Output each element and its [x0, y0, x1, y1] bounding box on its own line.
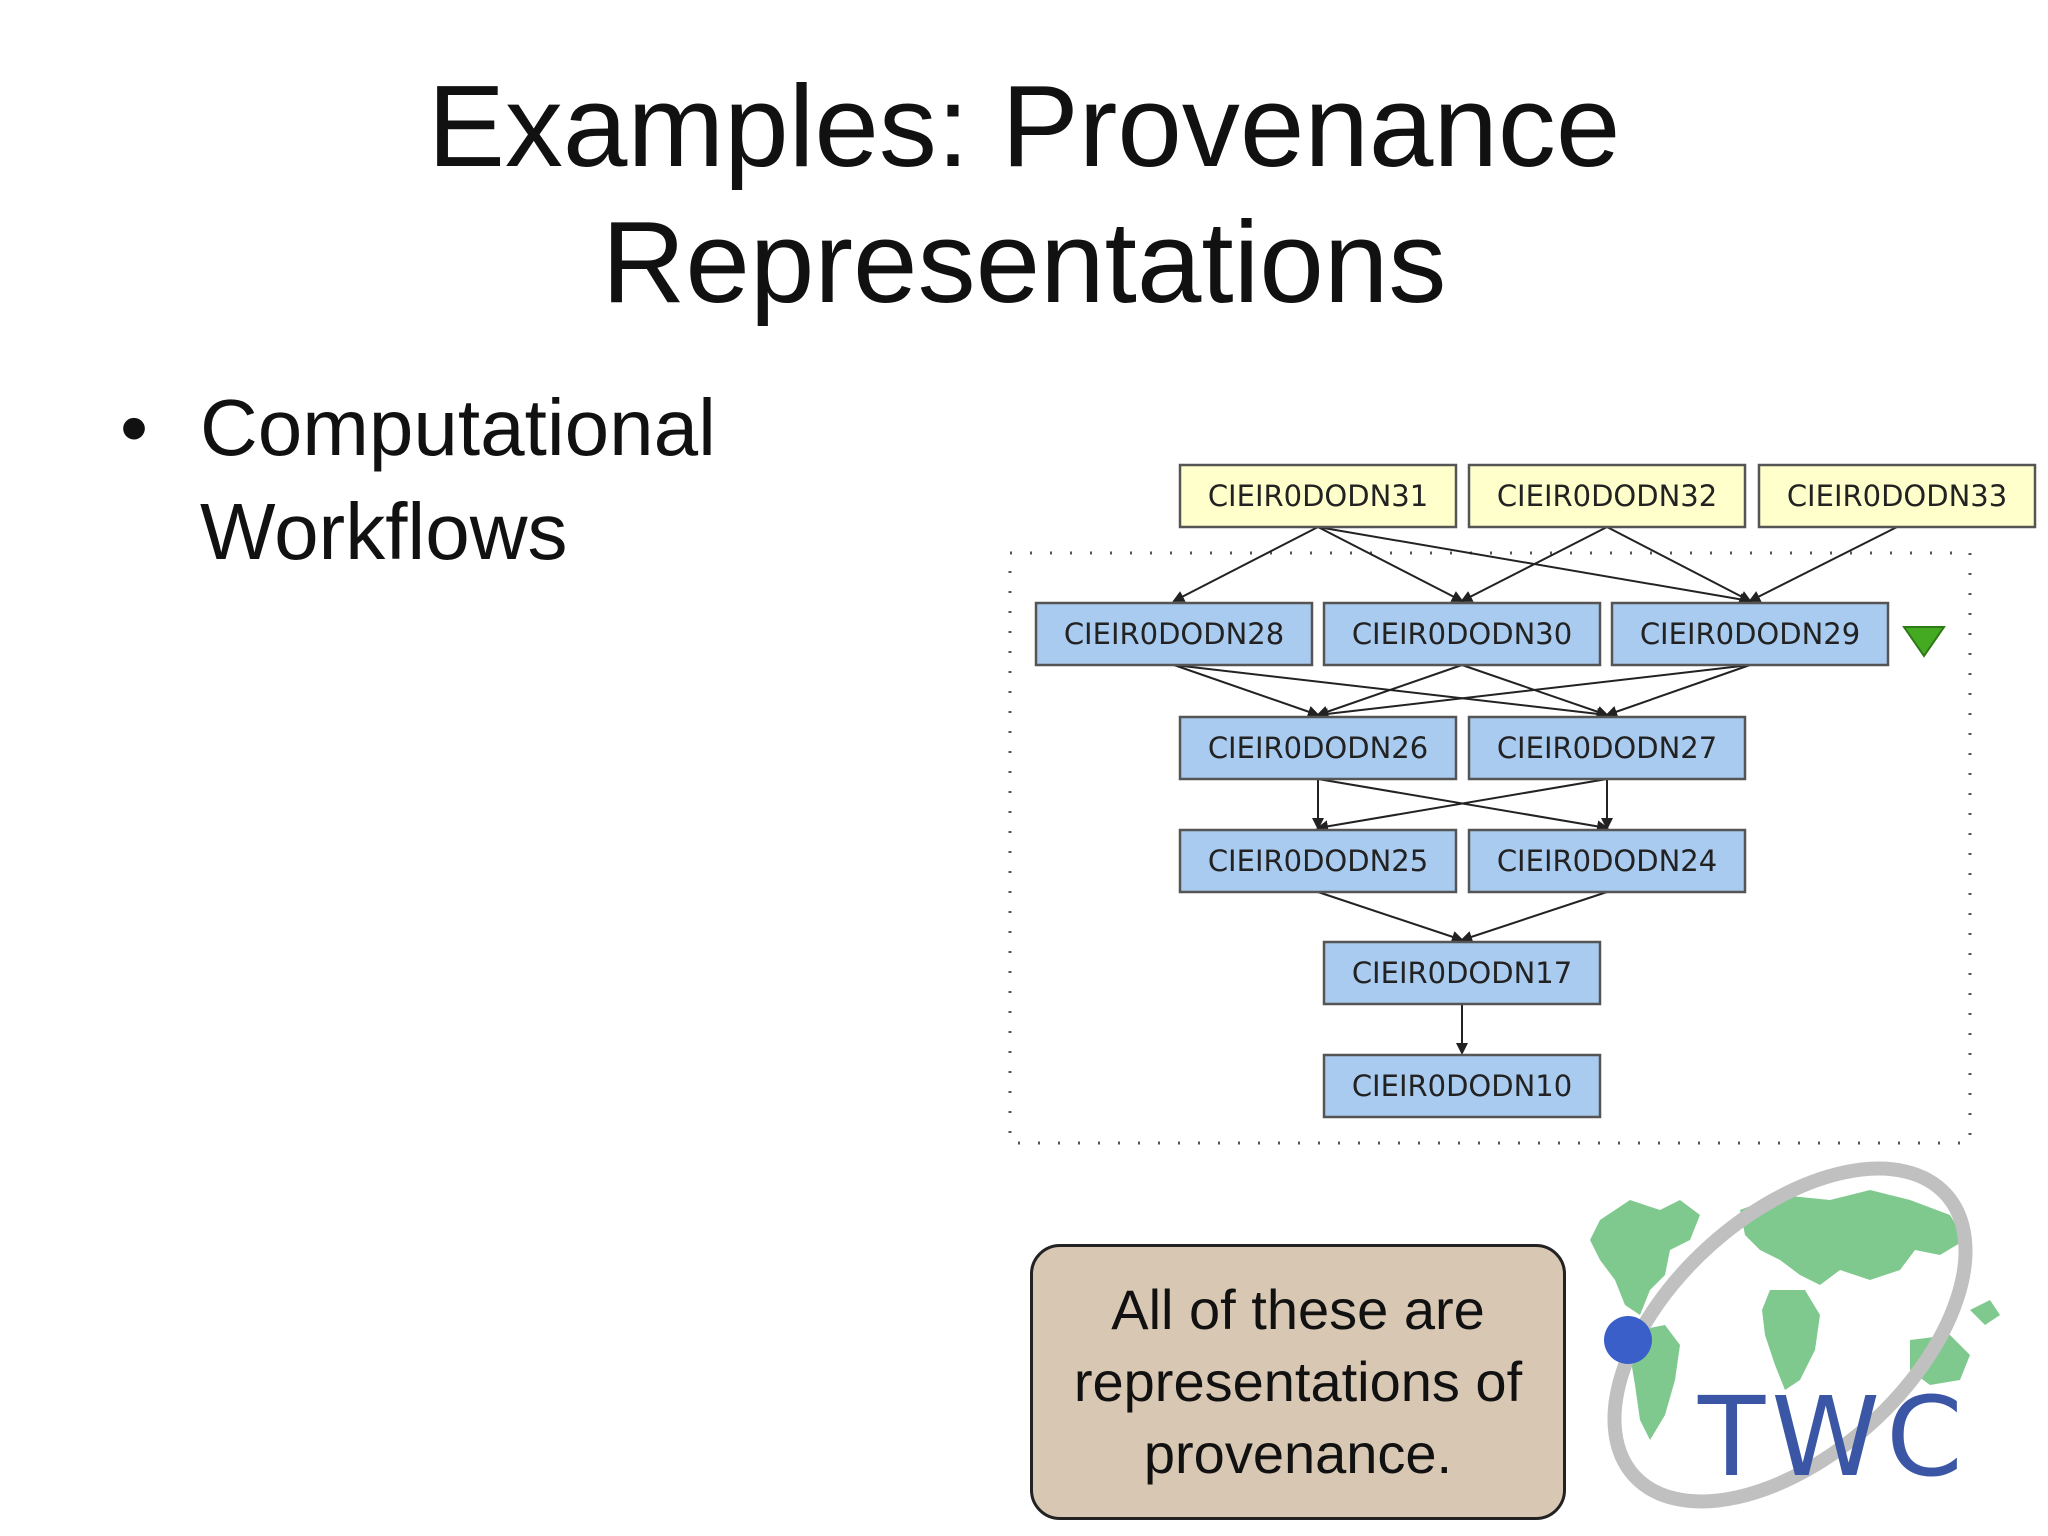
edges-layer: [1172, 526, 1898, 1055]
edge-n25-n17: [1317, 891, 1464, 943]
edge-n24-n17: [1460, 891, 1608, 943]
twc-logo-text: TWC: [1697, 1373, 1969, 1501]
bullet-text: Computational Workflows: [200, 376, 900, 584]
node-box: [1178, 463, 1458, 529]
node-label: CIEIR0DODN26: [1208, 731, 1428, 765]
node-box: [1178, 828, 1458, 894]
workflow-node-n30[interactable]: CIEIR0DODN30: [1322, 601, 1602, 667]
edge-n32-n30: [1460, 526, 1608, 602]
node-box: [1322, 1053, 1602, 1119]
edge-n31-n30: [1317, 526, 1464, 602]
node-box: [1178, 715, 1458, 781]
workflow-node-n10[interactable]: CIEIR0DODN10: [1322, 1053, 1602, 1119]
slide-title: Examples: Provenance Representations: [0, 58, 2048, 330]
node-label: CIEIR0DODN10: [1352, 1069, 1572, 1103]
node-label: CIEIR0DODN27: [1497, 731, 1717, 765]
edge-n31-n28: [1172, 526, 1319, 602]
node-box: [1467, 715, 1747, 781]
workflow-node-n25[interactable]: CIEIR0DODN25: [1178, 828, 1458, 894]
workflow-node-n26[interactable]: CIEIR0DODN26: [1178, 715, 1458, 781]
bullet-text-line-2: Workflows: [200, 487, 568, 576]
node-label: CIEIR0DODN33: [1787, 479, 2007, 513]
edge-n29-n27: [1605, 664, 1751, 718]
node-box: [1610, 601, 1890, 667]
node-label: CIEIR0DODN24: [1497, 844, 1717, 878]
edge-n28-n26: [1173, 664, 1320, 718]
slide-title-line-2: Representations: [601, 197, 1447, 327]
node-box: [1757, 463, 2037, 529]
workflow-node-n24[interactable]: CIEIR0DODN24: [1467, 828, 1747, 894]
bullet-text-line-1: Computational: [200, 383, 716, 472]
expand-triangle-icon[interactable]: [1902, 626, 1946, 658]
callout-text: All of these are representations of prov…: [1073, 1278, 1523, 1485]
edge-n27-n25: [1316, 778, 1608, 833]
node-box: [1322, 601, 1602, 667]
workflow-node-n29[interactable]: CIEIR0DODN29: [1610, 601, 1890, 667]
edge-n33-n29: [1748, 526, 1898, 602]
world-map-icon: [1590, 1190, 2000, 1440]
node-label: CIEIR0DODN25: [1208, 844, 1428, 878]
orbit-dot: [1604, 1316, 1652, 1364]
slide-title-line-1: Examples: Provenance: [427, 61, 1621, 191]
node-box: [1322, 940, 1602, 1006]
bullet-dot: •: [120, 383, 149, 472]
node-label: CIEIR0DODN31: [1208, 479, 1428, 513]
node-box: [1467, 828, 1747, 894]
workflow-node-n31[interactable]: CIEIR0DODN31: [1178, 463, 1458, 529]
node-label: CIEIR0DODN17: [1352, 956, 1572, 990]
cluster-border: [1008, 551, 1972, 1145]
node-box: [1467, 463, 1747, 529]
node-label: CIEIR0DODN29: [1640, 617, 1860, 651]
edge-n29-n26: [1316, 664, 1751, 720]
workflow-node-n33[interactable]: CIEIR0DODN33: [1757, 463, 2037, 529]
workflow-node-n28[interactable]: CIEIR0DODN28: [1034, 601, 1314, 667]
edge-n30-n26: [1316, 664, 1463, 718]
workflow-node-n17[interactable]: CIEIR0DODN17: [1322, 940, 1602, 1006]
node-label: CIEIR0DODN32: [1497, 479, 1717, 513]
nodes-layer: CIEIR0DODN31 CIEIR0DODN32 CIEIR0DODN33CIEI…: [1034, 463, 2037, 1119]
twc-logo: TWC: [1590, 1161, 2000, 1509]
workflow-node-n27[interactable]: CIEIR0DODN27: [1467, 715, 1747, 781]
callout-box: All of these are representations of prov…: [1030, 1244, 1566, 1520]
workflow-node-n32[interactable]: CIEIR0DODN32: [1467, 463, 1747, 529]
node-box: [1034, 601, 1314, 667]
orbit-ring: [1607, 1161, 1973, 1509]
node-label: CIEIR0DODN28: [1064, 617, 1284, 651]
node-label: CIEIR0DODN30: [1352, 617, 1572, 651]
edge-n32-n29: [1606, 526, 1752, 602]
